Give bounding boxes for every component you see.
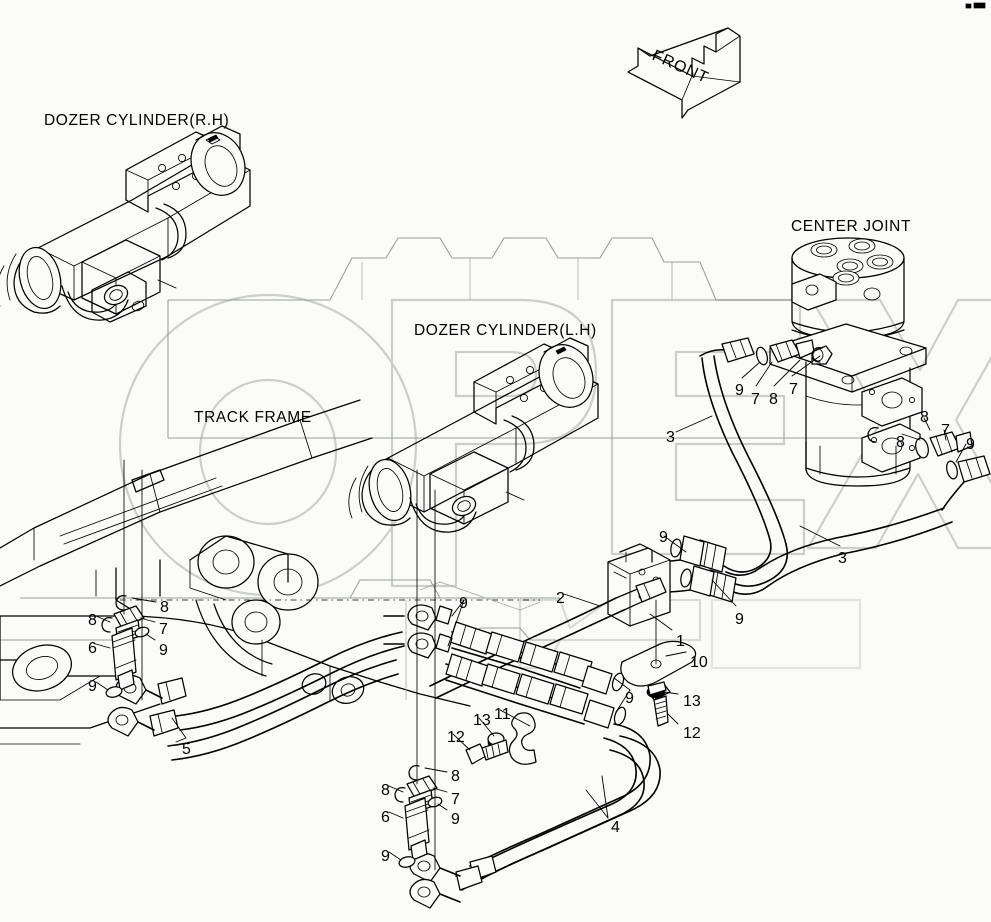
callout-number: 9: [88, 678, 97, 695]
corner-mark: [965, 2, 986, 9]
parts-6789-bottom: [394, 469, 443, 871]
hose-5-part: [107, 631, 405, 761]
callout-number: 7: [159, 621, 168, 638]
callout-number: 10: [690, 654, 708, 671]
leader-lines: [95, 355, 967, 861]
callout-number: 7: [751, 391, 760, 408]
callout-number: 5: [182, 741, 191, 758]
callout-number: 2: [556, 590, 565, 607]
hose-3-left: [651, 355, 789, 587]
callout-number: 12: [447, 729, 465, 746]
callout-number: 9: [381, 848, 390, 865]
fitting-group-cj-left: [699, 337, 823, 366]
callout-number: 9: [659, 529, 668, 546]
callout-number: 7: [789, 381, 798, 398]
center-joint-part: [769, 237, 927, 487]
callout-number: 4: [611, 819, 620, 836]
callout-number: 3: [666, 429, 675, 446]
callout-number: 9: [459, 595, 468, 612]
callout-number: 8: [381, 782, 390, 799]
callout-number: 8: [451, 768, 460, 785]
callout-number: 7: [451, 791, 460, 808]
component-label-track-frame: TRACK FRAME: [194, 409, 312, 426]
component-label-dozer-cylinder-rh: DOZER CYLINDER(R.H): [44, 112, 230, 129]
callout-number: 8: [88, 612, 97, 629]
component-label-center-joint: CENTER JOINT: [791, 218, 912, 235]
ghost-upper-structure: [167, 237, 900, 439]
callout-number: 9: [159, 642, 168, 659]
callout-number: 6: [88, 640, 97, 657]
front-arrow-icon: [627, 27, 741, 119]
parts-6789-left: [101, 459, 150, 701]
callout-number: 6: [381, 809, 390, 826]
dozer-cylinder-rh-part: [0, 125, 251, 323]
callout-number: 9: [735, 611, 744, 628]
dozer-cylinder-lh-part: [348, 337, 599, 533]
component-label-dozer-cylinder-lh: DOZER CYLINDER(L.H): [414, 322, 597, 339]
callout-number: 12: [683, 725, 701, 742]
callout-number: 8: [769, 391, 778, 408]
callout-number: 8: [160, 599, 169, 616]
callout-number: 8: [920, 409, 929, 426]
callout-number: 11: [494, 706, 511, 723]
fitting-group-cj-right: [867, 427, 991, 511]
callout-number: 8: [896, 434, 905, 451]
callout-number: 9: [625, 690, 634, 707]
track-frame-part: [0, 399, 540, 745]
callout-number: 7: [941, 422, 950, 439]
callout-number: 9: [966, 436, 975, 453]
callout-number: 13: [473, 712, 491, 729]
callout-number: 9: [735, 382, 744, 399]
callout-number: 9: [451, 811, 460, 828]
callout-number: 13: [683, 693, 701, 710]
callout-number: 3: [838, 550, 847, 567]
hose-bundle-center: [383, 581, 627, 729]
hose-3-right: [663, 507, 953, 603]
callout-number: 1: [676, 633, 685, 650]
hose-4-part: [409, 723, 661, 909]
